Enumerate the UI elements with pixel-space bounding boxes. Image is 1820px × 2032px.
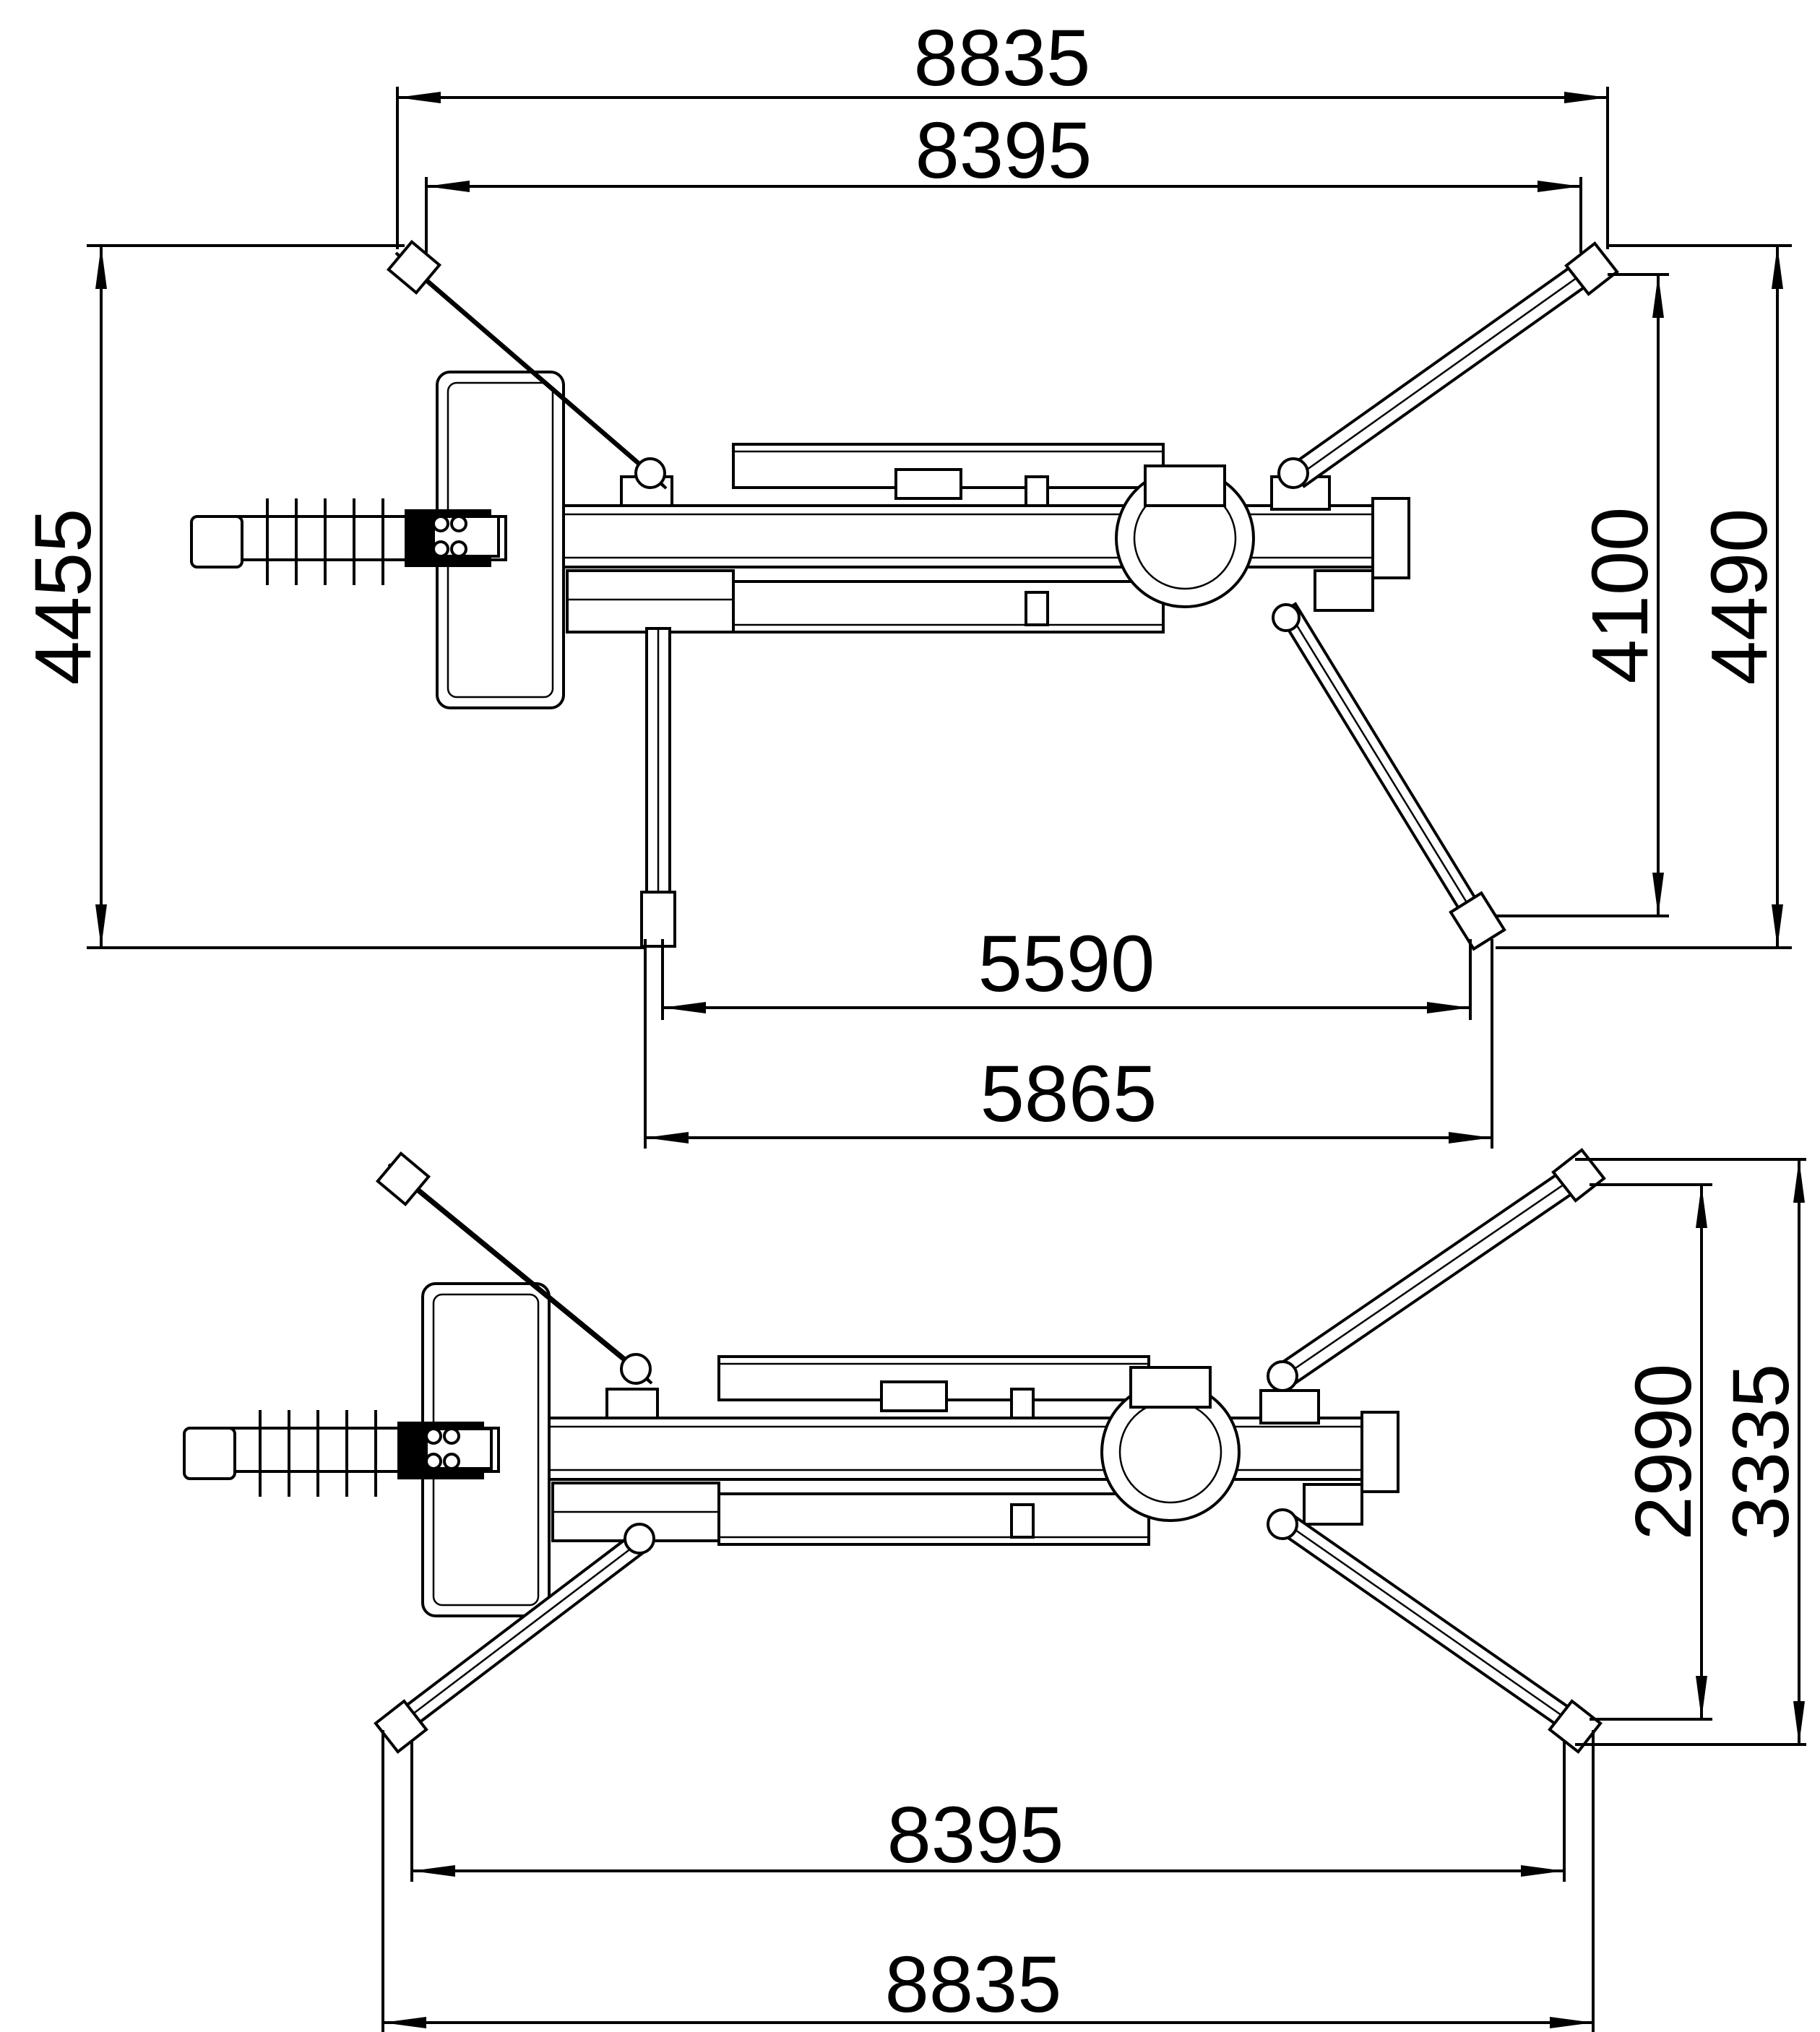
dim-top-bottom-inner-width-label: 5590 [978,920,1155,1008]
dim-bottom-overall-width-label: 8835 [885,1940,1062,2029]
dim-top-overall-width-label: 8835 [914,14,1091,103]
bottom-outrigger-front-left [375,1151,653,1385]
dim-bottom-overall-width: 8835 [381,1730,1595,2032]
dim-top-bottom-outer-width-label: 5865 [980,1050,1157,1138]
top-outrigger-front-left [386,239,668,490]
dim-bottom-right-inner-height: 2990 [1590,1183,1712,1721]
dim-bottom-right-outer-height: 3335 [1575,1158,1806,1746]
dim-top-right-outer-height: 4490 [1496,244,1792,949]
dim-top-inner-width: 8395 [425,106,1582,253]
bottom-view: 2990 3335 8395 8835 [183,1148,1806,2032]
dim-bottom-right-outer-height-label: 3335 [1717,1364,1806,1541]
dim-top-right-inner-height: 4100 [1496,273,1669,917]
dim-bottom-right-inner-height-label: 2990 [1619,1364,1708,1541]
top-view: 8835 8395 4455 4100 4490 [19,14,1792,1149]
top-outrigger-front-right [1277,241,1619,489]
bottom-outrigger-rear-right [1267,1508,1603,1754]
dim-top-left-height: 4455 [19,244,647,949]
top-outrigger-rear-right [1272,602,1506,951]
bottom-outrigger-rear-left [374,1523,655,1754]
dim-top-overall-width: 8835 [396,14,1609,249]
dim-top-bottom-outer-width: 5865 [644,939,1493,1149]
dim-bottom-inner-width-label: 8395 [887,1791,1064,1880]
bottom-machine [183,1282,1399,1617]
top-outrigger-rear-left [640,627,676,948]
dim-top-bottom-inner-width: 5590 [661,920,1472,1020]
dim-top-right-outer-height-label: 4490 [1695,509,1784,686]
dim-bottom-inner-width: 8395 [410,1741,1566,1882]
dim-top-inner-width-label: 8395 [915,106,1092,195]
top-machine [190,371,1410,709]
dim-top-left-height-label: 4455 [19,509,108,686]
bottom-outrigger-front-right [1267,1148,1606,1392]
dim-top-right-inner-height-label: 4100 [1576,507,1665,684]
